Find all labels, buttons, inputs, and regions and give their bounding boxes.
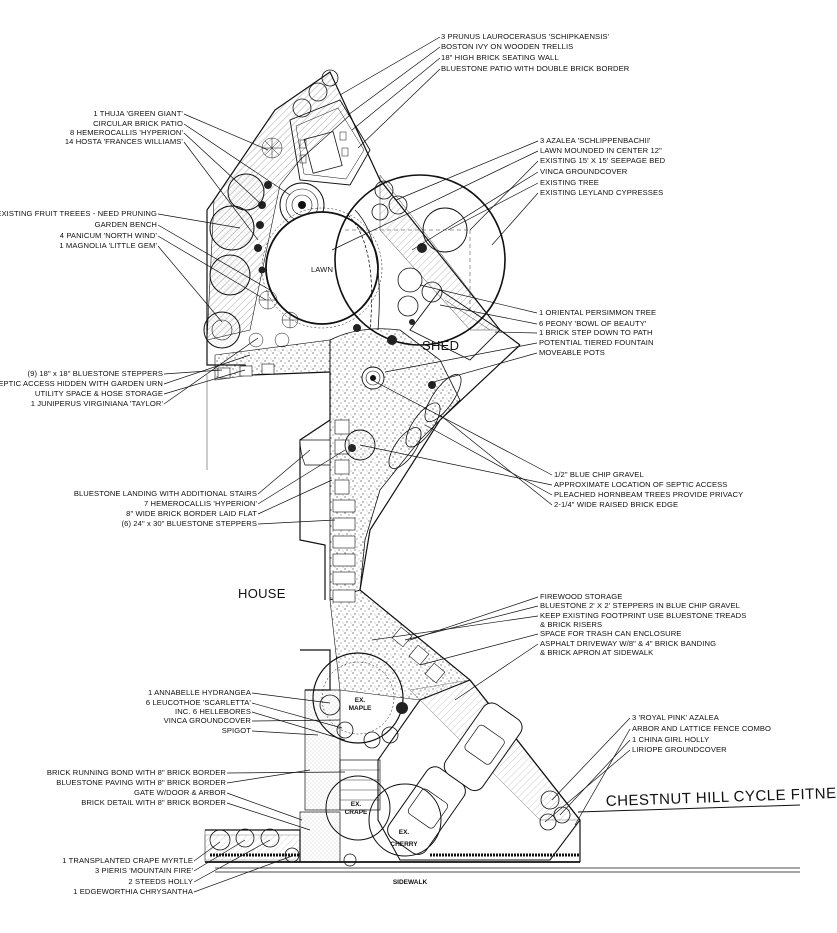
callout-peony: 6 PEONY 'BOWL OF BEAUTY' (539, 319, 647, 328)
callout-magnolia: 1 MAGNOLIA 'LITTLE GEM' (59, 241, 157, 250)
crape-label-1: EX. (351, 801, 362, 808)
shed (409, 289, 501, 361)
callouts-drive-right: 3 'ROYAL PINK' AZALEA ARBOR AND LATTICE … (632, 713, 771, 754)
callout-edgeworthia: 1 EDGEWORTHIA CHRYSANTHA (73, 887, 194, 896)
callout-panicum: 4 PANICUM 'NORTH WIND' (60, 231, 158, 240)
callout-fountain: POTENTIAL TIERED FOUNTAIN (539, 338, 654, 347)
callout-brick-step: 1 BRICK STEP DOWN TO PATH (539, 328, 653, 337)
callout-liriope: LIRIOPE GROUNDCOVER (632, 745, 727, 754)
callout-steppers-24: (6) 24" x 30" BLUESTONE STEPPERS (122, 519, 257, 528)
callout-lawn-mounded: LAWN MOUNDED IN CENTER 12" (540, 146, 662, 155)
gravel-path (214, 328, 471, 701)
callout-crape-myrtle: 1 TRANSPLANTED CRAPE MYRTLE (62, 856, 193, 865)
lawn-label: LAWN (311, 265, 333, 274)
callout-risers: & BRICK RISERS (540, 620, 602, 629)
callout-prunus: 3 PRUNUS LAUROCERASUS 'SCHIPKAENSIS' (441, 32, 610, 41)
callout-running-bond: BRICK RUNNING BOND WITH 8" BRICK BORDER (47, 768, 227, 777)
callout-garden-bench: GARDEN BENCH (95, 220, 157, 229)
callouts-firewood-right: FIREWOOD STORAGE BLUESTONE 2' X 2' STEPP… (540, 592, 746, 657)
callout-septic-urn: SEPTIC ACCESS HIDDEN WITH GARDEN URN (0, 379, 163, 388)
callout-pieris: 3 PIERIS 'MOUNTAIN FIRE' (95, 866, 193, 875)
callout-leyland: EXISTING LEYLAND CYPRESSES (540, 188, 663, 197)
callouts-maple-left: 1 ANNABELLE HYDRANGEA 6 LEUCOTHOE 'SCARL… (146, 688, 252, 735)
callout-leucothoe: 6 LEUCOTHOE 'SCARLETTA' (146, 698, 252, 707)
callout-boston-ivy: BOSTON IVY ON WOODEN TRELLIS (441, 42, 573, 51)
callout-fruit-trees: EXISTING FRUIT TREEES - NEED PRUNING (0, 209, 157, 218)
callout-steppers-18: (9) 18" x 18" BLUESTONE STEPPERS (28, 369, 163, 378)
shed-label: SHED (422, 338, 459, 353)
callouts-landing-left: BLUESTONE LANDING WITH ADDITIONAL STAIRS… (74, 489, 258, 528)
callout-royal-azalea: 3 'ROYAL PINK' AZALEA (632, 713, 720, 722)
callouts-mid-left: EXISTING FRUIT TREEES - NEED PRUNING GAR… (0, 209, 157, 250)
callout-circular-patio: CIRCULAR BRICK PATIO (93, 119, 183, 128)
callout-steeds-holly: 2 STEEDS HOLLY (128, 877, 193, 886)
callout-pots: MOVEABLE POTS (539, 348, 605, 357)
callout-hemerocallis: 8 HEMEROCALLIS 'HYPERION' (70, 128, 183, 137)
callout-persimmon: 1 ORIENTAL PERSIMMON TREE (539, 308, 656, 317)
front-walk (299, 689, 381, 863)
crape-cherry (325, 775, 442, 857)
callout-bluestone-paving: BLUESTONE PAVING WITH 8" BRICK BORDER (56, 778, 226, 787)
callout-brick-border: 8" WIDE BRICK BORDER LAID FLAT (126, 509, 257, 518)
callout-gate: GATE W/DOOR & ARBOR (134, 788, 226, 797)
bluestone-steppers (217, 363, 446, 684)
callout-thuja: 1 THUJA 'GREEN GIANT' (93, 109, 183, 118)
callout-vinca-front: VINCA GROUNDCOVER (164, 716, 252, 725)
callout-trash: SPACE FOR TRASH CAN ENCLOSURE (540, 629, 681, 638)
callout-hosta: 14 HOSTA 'FRANCES WILLIAMS' (65, 137, 184, 146)
callout-hydrangea: 1 ANNABELLE HYDRANGEA (148, 688, 252, 697)
callout-azalea: 3 AZALEA 'SCHLIPPENBACHII' (540, 136, 651, 145)
callouts-shed-right: 1 ORIENTAL PERSIMMON TREE 6 PEONY 'BOWL … (539, 308, 656, 357)
street-label: CHESTNUT HILL CYCLE FITNESS (606, 784, 837, 810)
callout-holly: 1 CHINA GIRL HOLLY (632, 735, 709, 744)
callout-spigot: SPIGOT (222, 726, 252, 735)
callout-firewood: FIREWOOD STORAGE (540, 592, 622, 601)
house-label: HOUSE (238, 586, 286, 601)
callout-hornbeam: PLEACHED HORNBEAM TREES PROVIDE PRIVACY (554, 490, 743, 499)
callout-blue-chip: 1/2" BLUE CHIP GRAVEL (554, 470, 644, 479)
callouts-top: 3 PRUNUS LAUROCERASUS 'SCHIPKAENSIS' BOS… (441, 32, 630, 73)
cherry-label-2: CHERRY (390, 841, 418, 848)
callout-hemerocallis-7: 7 HEMEROCALLIS 'HYPERION' (144, 499, 257, 508)
callout-bluestone-patio: BLUESTONE PATIO WITH DOUBLE BRICK BORDER (441, 64, 630, 73)
car-2 (443, 702, 523, 792)
callouts-septic-left: (9) 18" x 18" BLUESTONE STEPPERS SEPTIC … (0, 369, 163, 408)
callout-apron: & BRICK APRON AT SIDEWALK (540, 648, 653, 657)
callout-leaders (157, 36, 631, 893)
callout-brick-detail: BRICK DETAIL WITH 8" BRICK BORDER (81, 798, 226, 807)
callouts-upper-left: 1 THUJA 'GREEN GIANT' CIRCULAR BRICK PAT… (65, 109, 184, 146)
callout-utility: UTILITY SPACE & HOSE STORAGE (35, 389, 163, 398)
callouts-brick-left: BRICK RUNNING BOND WITH 8" BRICK BORDER … (47, 768, 227, 807)
callout-landing: BLUESTONE LANDING WITH ADDITIONAL STAIRS (74, 489, 257, 498)
callout-septic-location: APPROXIMATE LOCATION OF SEPTIC ACCESS (554, 480, 727, 489)
maple-label-2: MAPLE (349, 705, 372, 712)
callout-seepage-bed: EXISTING 15' X 15' SEEPAGE BED (540, 156, 666, 165)
bluestone-patio (289, 99, 371, 186)
callout-steppers-2x2: BLUESTONE 2' X 2' STEPPERS IN BLUE CHIP … (540, 601, 740, 610)
callouts-bottom-left: 1 TRANSPLANTED CRAPE MYRTLE 3 PIERIS 'MO… (62, 856, 194, 896)
tiered-fountain (361, 366, 385, 390)
callout-seating-wall: 18" HIGH BRICK SEATING WALL (441, 53, 559, 62)
callout-vinca: VINCA GROUNDCOVER (540, 167, 628, 176)
crape-label-2: CRAPE (345, 809, 368, 816)
cherry-label-1: EX. (399, 829, 410, 836)
callout-driveway: ASPHALT DRIVEWAY W/8" & 4" BRICK BANDING (540, 639, 716, 648)
callout-footprint: KEEP EXISTING FOOTPRINT USE BLUESTONE TR… (540, 611, 746, 620)
property-outline (204, 71, 800, 873)
callout-arbor-fence: ARBOR AND LATTICE FENCE COMBO (632, 724, 771, 733)
callout-hellebores: INC. 6 HELLEBORES (175, 707, 251, 716)
sidewalk-label: SIDEWALK (393, 879, 428, 886)
callouts-gravel-right: 1/2" BLUE CHIP GRAVEL APPROXIMATE LOCATI… (554, 470, 743, 509)
maple-label-1: EX. (355, 697, 366, 704)
callout-existing-tree: EXISTING TREE (540, 178, 599, 187)
callout-brick-edge: 2-1/4" WIDE RAISED BRICK EDGE (554, 500, 678, 509)
callout-juniperus: 1 JUNIPERUS VIRGINIANA 'TAYLOR' (31, 399, 164, 408)
callouts-upper-right: 3 AZALEA 'SCHLIPPENBACHII' LAWN MOUNDED … (540, 136, 666, 197)
